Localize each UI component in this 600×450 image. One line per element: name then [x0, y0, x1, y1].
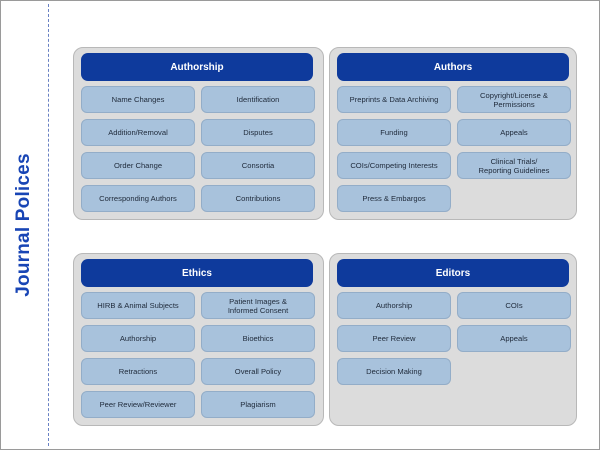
policy-item[interactable]: Authorship [81, 325, 195, 352]
panel-authorship: Authorship Name Changes Identification A… [73, 47, 324, 220]
policy-item[interactable]: Contributions [201, 185, 315, 212]
policy-item[interactable]: COIs [457, 292, 571, 319]
policy-item[interactable]: Copyright/License & Permissions [457, 86, 571, 113]
policy-item[interactable]: Order Change [81, 152, 195, 179]
panel-editors: Editors Authorship COIs Peer Review Appe… [329, 253, 577, 426]
vertical-divider [48, 4, 49, 446]
panel-header-authors: Authors [337, 53, 569, 81]
panel-header-editors: Editors [337, 259, 569, 287]
policy-item[interactable]: Appeals [457, 119, 571, 146]
policy-item[interactable]: Funding [337, 119, 451, 146]
panel-header-ethics: Ethics [81, 259, 313, 287]
policy-item[interactable]: Peer Review [337, 325, 451, 352]
panel-authors: Authors Preprints & Data Archiving Copyr… [329, 47, 577, 220]
policy-item[interactable]: Corresponding Authors [81, 185, 195, 212]
policy-item[interactable]: Press & Embargos [337, 185, 451, 212]
side-title-area: Journal Polices [0, 0, 48, 450]
policy-item[interactable]: Identification [201, 86, 315, 113]
policy-item[interactable]: Appeals [457, 325, 571, 352]
policy-item[interactable]: Addition/Removal [81, 119, 195, 146]
policy-item[interactable]: Retractions [81, 358, 195, 385]
policy-item[interactable]: HIRB & Animal Subjects [81, 292, 195, 319]
panel-ethics: Ethics HIRB & Animal Subjects Patient Im… [73, 253, 324, 426]
policy-item[interactable]: Decision Making [337, 358, 451, 385]
policy-item[interactable]: COIs/Competing Interests [337, 152, 451, 179]
page-title: Journal Polices [13, 153, 34, 297]
policy-item[interactable]: Disputes [201, 119, 315, 146]
policy-item[interactable]: Consortia [201, 152, 315, 179]
policy-item[interactable]: Preprints & Data Archiving [337, 86, 451, 113]
policy-item[interactable]: Name Changes [81, 86, 195, 113]
policy-item[interactable]: Authorship [337, 292, 451, 319]
panel-header-authorship: Authorship [81, 53, 313, 81]
policy-item[interactable]: Bioethics [201, 325, 315, 352]
policy-item[interactable]: Clinical Trials/ Reporting Guidelines [457, 152, 571, 179]
policy-item[interactable]: Patient Images & Informed Consent [201, 292, 315, 319]
policy-item[interactable]: Plagiarism [201, 391, 315, 418]
policy-item[interactable]: Peer Review/Reviewer [81, 391, 195, 418]
policy-item[interactable]: Overall Policy [201, 358, 315, 385]
